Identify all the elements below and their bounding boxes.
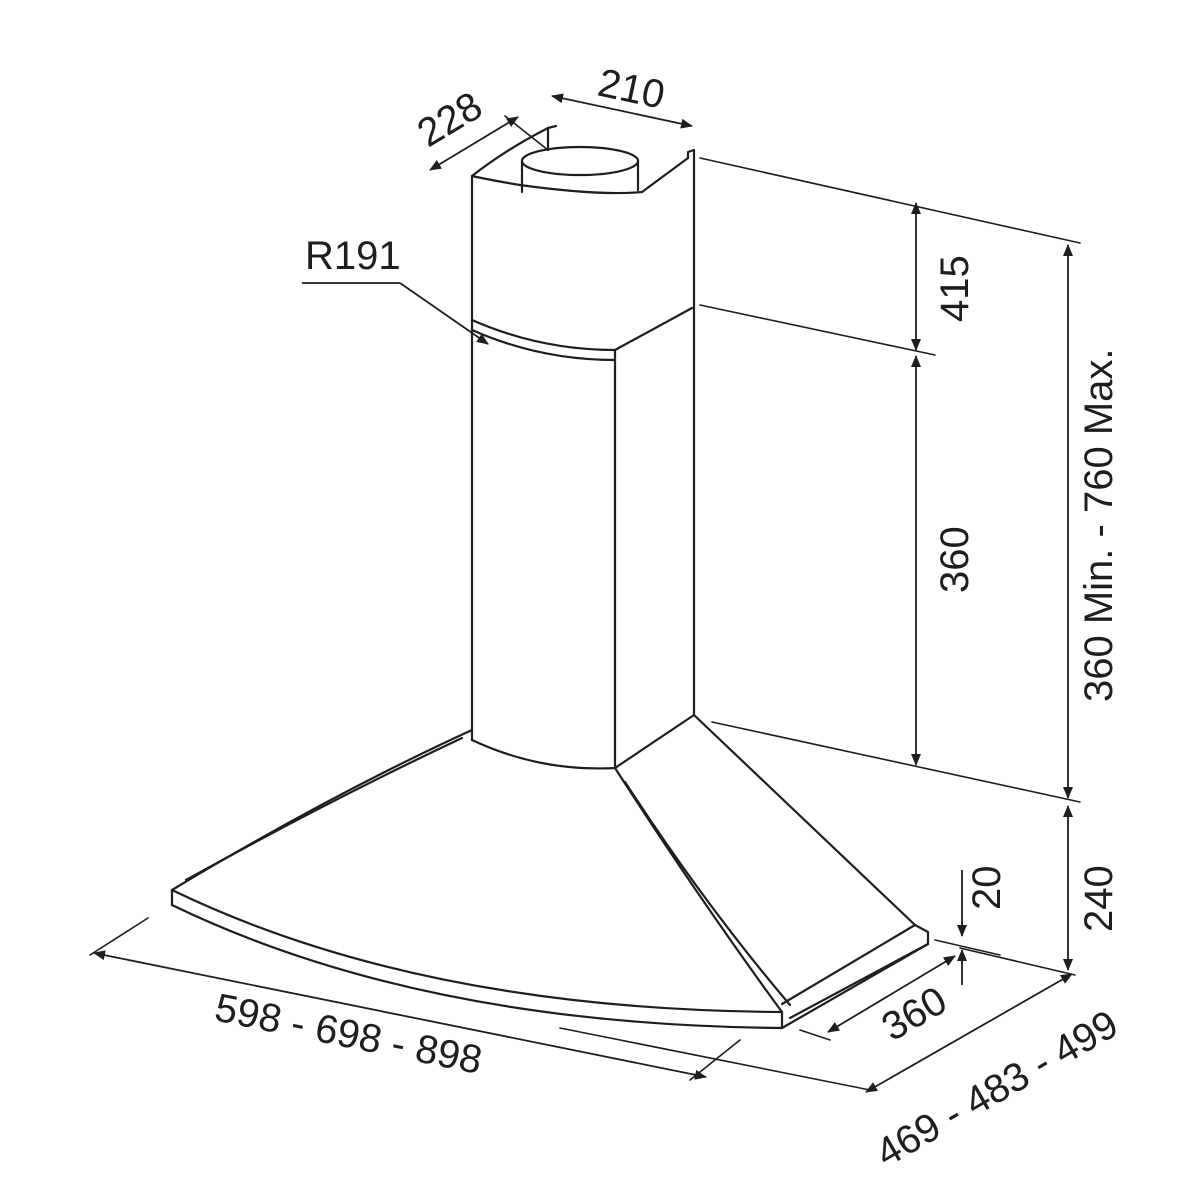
- label-chimney-width: 210: [594, 61, 668, 118]
- label-canopy-side-depth: 360: [875, 978, 955, 1049]
- label-lower-chimney-height: 360: [933, 526, 977, 593]
- label-overall-width: 598 - 698 - 898: [211, 986, 486, 1083]
- dimension-overall-width: 598 - 698 - 898: [93, 950, 707, 1083]
- dimension-chimney-adjustable: 360 Min. - 760 Max.: [1063, 244, 1121, 799]
- dimension-upper-chimney-height: 415: [911, 202, 977, 351]
- duct-collar: [520, 145, 640, 194]
- dimension-canopy-side-depth: 360: [827, 955, 956, 1050]
- label-upper-chimney-height: 415: [933, 255, 977, 322]
- hood-body: [170, 124, 930, 1030]
- dimension-radius: R191: [302, 234, 489, 345]
- label-chimney-adjustable: 360 Min. - 760 Max.: [1077, 349, 1121, 703]
- label-radius: R191: [305, 234, 401, 278]
- upper-chimney: [470, 124, 696, 770]
- extension-lines: [89, 157, 1081, 1091]
- label-rim-thickness: 20: [965, 866, 1009, 911]
- dimension-rim-thickness: 20: [957, 866, 1009, 985]
- label-chimney-depth: 228: [410, 84, 490, 156]
- dimension-chimney-width: 210: [551, 61, 693, 129]
- dimension-chimney-depth: 228: [410, 84, 549, 171]
- dimension-lower-chimney-height: 360: [911, 355, 977, 766]
- canopy: [170, 713, 930, 1030]
- dimension-canopy-height: 240: [1063, 805, 1121, 971]
- label-canopy-height: 240: [1077, 865, 1121, 932]
